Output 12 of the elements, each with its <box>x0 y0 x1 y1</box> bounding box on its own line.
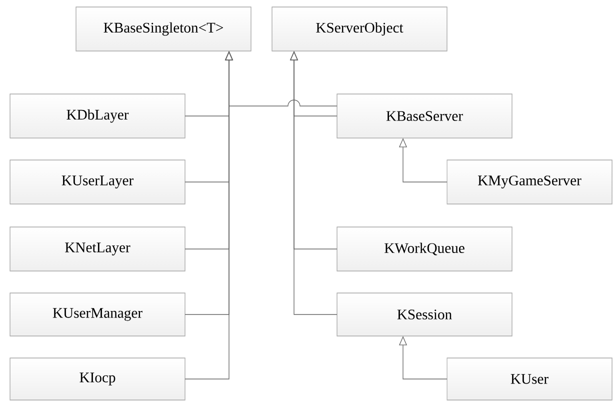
class-box: KUserLayer <box>10 160 186 204</box>
class-box: KUser <box>446 358 612 400</box>
class-box: KMyGameServer <box>446 160 612 204</box>
class-box: KIocp <box>10 358 186 400</box>
class-box: KNetLayer <box>10 226 186 272</box>
class-box: KBaseSingleton<T> <box>76 6 252 52</box>
class-box: KDbLayer <box>10 94 186 138</box>
class-box: KWorkQueue <box>336 226 512 272</box>
class-box: KUserManager <box>10 292 186 336</box>
class-box: KServerObject <box>272 6 448 52</box>
class-box: KBaseServer <box>336 94 512 138</box>
class-box: KSession <box>336 292 512 336</box>
